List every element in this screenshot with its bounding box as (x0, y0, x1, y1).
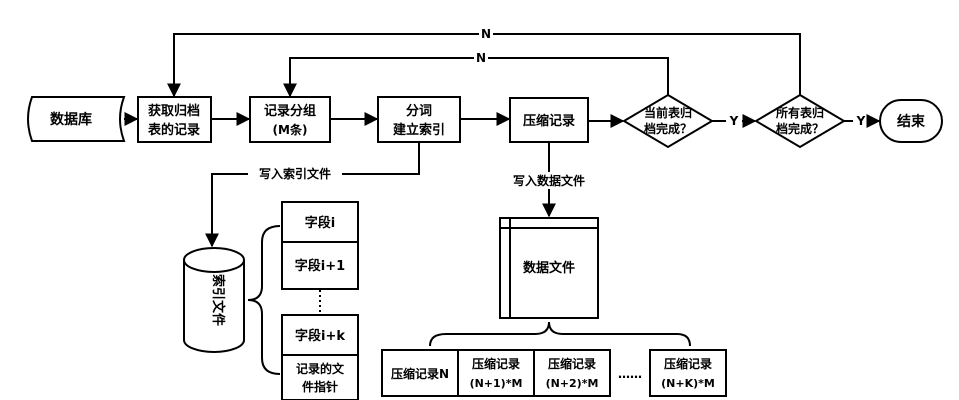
record-n1-label-1: 压缩记录 (472, 356, 520, 371)
records-ellipsis: …… (618, 367, 642, 381)
field-ik-label: 字段i+k (295, 328, 345, 344)
database-node: 数据库 (27, 96, 126, 142)
field-i1-label: 字段i+1 (295, 258, 345, 274)
index-fields-brace (247, 225, 281, 375)
current-done-label-1: 当前表归 (644, 105, 692, 120)
group-records-label-2: (M条) (273, 122, 308, 137)
database-label: 数据库 (50, 111, 92, 128)
tokenize-label-1: 分词 (406, 103, 432, 119)
index-file-label: 索引文件 (210, 274, 226, 326)
fetch-records-label-1: 获取归档 (148, 103, 200, 119)
records-brace (429, 321, 691, 347)
record-n2-label-1: 压缩记录 (548, 356, 596, 371)
record-pointer-label-1: 记录的文 (296, 361, 345, 376)
all-done-label-2: 档完成？ (776, 121, 824, 136)
index-field-stack: 字段i 字段i+1 字段i+k 记录的文 件指针 (281, 201, 359, 400)
compressed-records-row: 压缩记录N 压缩记录 (N+1)*M 压缩记录 (N+2)*M …… 压缩记录 … (381, 349, 727, 397)
record-nk-label-1: 压缩记录 (664, 356, 712, 371)
compress-records-node: 压缩记录 (509, 97, 589, 143)
record-pointer-label-2: 件指针 (302, 379, 338, 394)
no-outer-label: N (481, 27, 491, 41)
record-n1-label-2: (N+1)*M (470, 377, 523, 390)
compress-label: 压缩记录 (523, 113, 575, 129)
end-node: 结束 (879, 99, 943, 143)
all-tables-done-decision: 所有表归 档完成？ (754, 93, 846, 149)
fetch-records-node: 获取归档 表的记录 (137, 96, 212, 143)
data-file-label: 数据文件 (523, 260, 575, 276)
record-nk-label-2: (N+K)*M (661, 377, 715, 390)
end-label: 结束 (897, 113, 926, 130)
current-table-done-decision: 当前表归 档完成？ (622, 93, 714, 149)
data-file-box: 数据文件 (499, 217, 599, 319)
index-file-cylinder: 索引文件 (183, 247, 245, 353)
current-done-label-2: 档完成？ (644, 121, 692, 136)
group-records-node: 记录分组 (M条) (249, 96, 331, 143)
tokenize-index-node: 分词 建立索引 (377, 96, 461, 143)
write-index-label: 写入索引文件 (259, 166, 331, 181)
tokenize-label-2: 建立索引 (393, 122, 445, 138)
write-data-label: 写入数据文件 (513, 173, 585, 188)
yes2-label: Y (856, 114, 866, 128)
field-i-label: 字段i (305, 215, 335, 231)
record-n-label: 压缩记录N (391, 366, 449, 381)
no-inner-label: N (476, 51, 486, 65)
group-records-label-1: 记录分组 (264, 103, 316, 119)
yes1-label: Y (729, 114, 739, 128)
all-done-label-1: 所有表归 (776, 105, 824, 120)
record-n2-label-2: (N+2)*M (546, 377, 599, 390)
fetch-records-label-2: 表的记录 (147, 122, 200, 138)
